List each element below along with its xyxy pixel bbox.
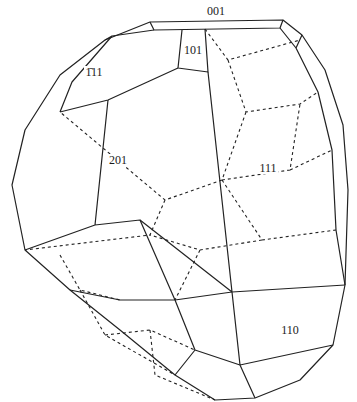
hidden-edge: [60, 255, 215, 400]
face-edge: [70, 220, 240, 375]
face-edge: [25, 72, 232, 292]
face-index: 001: [206, 5, 226, 17]
face-index: 201: [108, 154, 128, 166]
face-index: 1̄11: [84, 66, 103, 78]
face-index: 110: [280, 324, 300, 336]
face-edge: [232, 285, 345, 398]
face-edge: [178, 29, 208, 72]
hidden-edge: [25, 29, 336, 300]
face-edge: [280, 28, 345, 285]
face-edge: [150, 20, 283, 30]
face-edge: [60, 30, 178, 112]
face-index: 111: [258, 162, 277, 174]
crystal-outline: [12, 20, 348, 400]
face-index: 101: [183, 44, 203, 56]
